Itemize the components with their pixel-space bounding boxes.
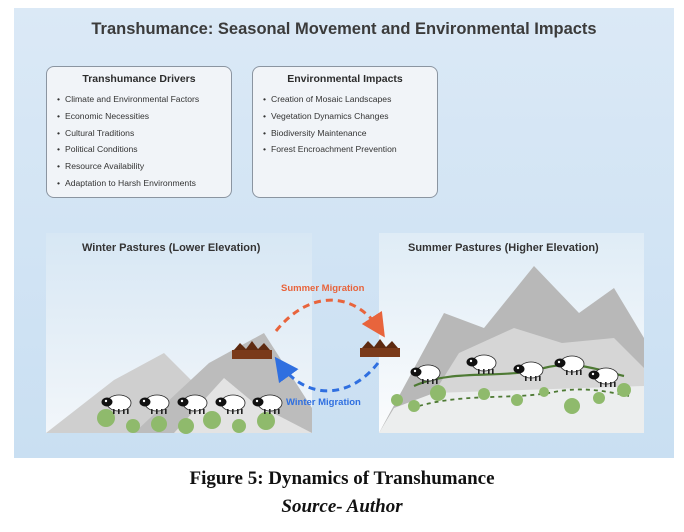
list-item: Forest Encroachment Prevention <box>263 141 437 158</box>
list-item: Political Conditions <box>57 141 231 158</box>
list-item: Biodiversity Maintenance <box>263 125 437 142</box>
figure-source: Source- Author <box>281 496 403 517</box>
summer-migration-label: Summer Migration <box>281 283 365 294</box>
drivers-title: Transhumance Drivers <box>82 73 196 85</box>
impacts-box: Environmental Impacts Creation of Mosaic… <box>252 66 438 198</box>
summer-migration-arrow <box>274 298 385 338</box>
winter-pasture-panel <box>46 233 312 434</box>
list-item: Vegetation Dynamics Changes <box>263 108 437 125</box>
winter-migration-label: Winter Migration <box>286 397 361 408</box>
transhumance-diagram: Transhumance: Seasonal Movement and Envi… <box>14 8 674 458</box>
summer-slope <box>379 386 644 433</box>
list-item: Climate and Environmental Factors <box>57 91 231 108</box>
winter-migration-arrow <box>274 356 380 393</box>
list-item: Creation of Mosaic Landscapes <box>263 91 437 108</box>
winter-vegetation <box>97 409 275 434</box>
list-item: Cultural Traditions <box>57 125 231 142</box>
figure-caption: Figure 5: Dynamics of Transhumance <box>189 468 495 489</box>
summer-pasture-label: Summer Pastures (Higher Elevation) <box>408 242 599 254</box>
winter-pasture-label: Winter Pastures (Lower Elevation) <box>82 242 261 254</box>
diagram-illustration <box>46 233 644 434</box>
diagram-title: Transhumance: Seasonal Movement and Envi… <box>91 20 597 38</box>
list-item: Resource Availability <box>57 158 231 175</box>
drivers-box: Transhumance Drivers Climate and Environ… <box>46 66 232 198</box>
list-item: Adaptation to Harsh Environments <box>57 175 231 192</box>
summer-pasture-panel <box>360 233 644 433</box>
list-item: Economic Necessities <box>57 108 231 125</box>
drivers-list: Climate and Environmental Factors Econom… <box>47 91 231 192</box>
impacts-title: Environmental Impacts <box>287 73 403 85</box>
impacts-list: Creation of Mosaic Landscapes Vegetation… <box>253 91 437 158</box>
summer-vegetation <box>391 383 631 414</box>
